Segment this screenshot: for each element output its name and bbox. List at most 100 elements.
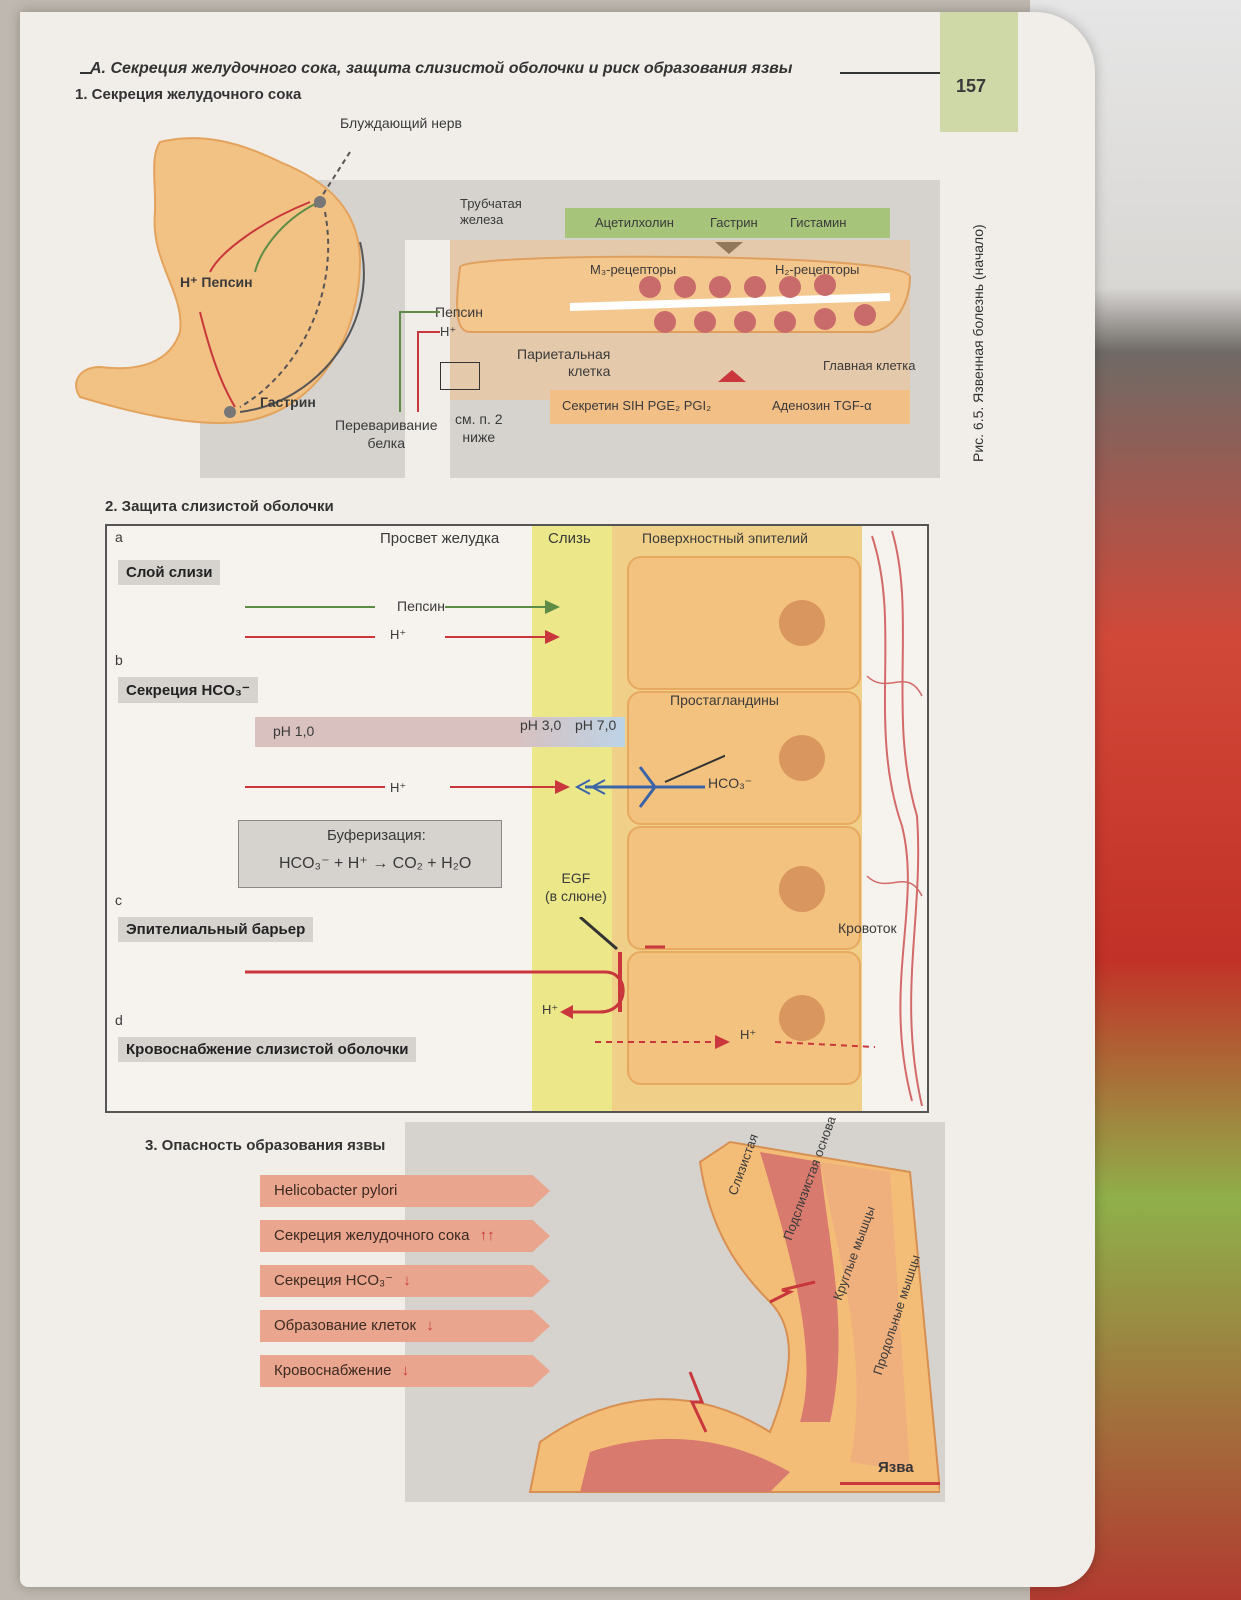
blood-h-arrow <box>595 1035 876 1049</box>
mucus-layer-label: Слой слизи <box>118 560 221 585</box>
barrier-arrows <box>245 917 665 1019</box>
epithelial-cell-1 <box>627 556 861 690</box>
gastrin-node <box>224 406 236 418</box>
ulcer-illustration <box>528 1140 940 1493</box>
h-plus-label-b: H⁺ <box>390 780 407 795</box>
page-number-tab: 157 <box>940 12 1018 132</box>
h-pepsin-label: H⁺ Пепсин <box>180 274 253 290</box>
ulcer-underline <box>840 1482 940 1485</box>
see-below-label: см. п. 2 ниже <box>455 411 503 445</box>
pepsin-h-arrows <box>245 600 560 644</box>
letter-b: b <box>115 652 123 668</box>
side-caption: Рис. 6.5. Язвенная болезнь (начало) <box>970 224 986 462</box>
section1-title: 1. Секреция желудочного сока <box>75 86 302 103</box>
pepsin-label-s2: Пепсин <box>397 598 445 614</box>
epithelial-cell-3 <box>627 826 861 950</box>
ulcer-label: Язва <box>878 1459 914 1476</box>
blood-vessels <box>866 530 923 1107</box>
zoom-box <box>440 362 480 390</box>
h-plus-label-a: H⁺ <box>390 627 407 642</box>
damage-zigzag-1 <box>688 1371 708 1433</box>
stimulator-acetylcholine: Ацетилхолин <box>595 215 674 230</box>
prostaglandins-label: Простагландины <box>670 692 779 708</box>
ph1-label: pH 1,0 <box>273 723 315 739</box>
letter-d: d <box>115 1012 123 1028</box>
inhibitors-left: Секретин SIH PGE₂ PGI₂ <box>562 398 712 413</box>
vagus-node <box>314 196 326 208</box>
vagus-to-antrum-dashed <box>239 211 330 408</box>
factor-2-trend: ↑↑ <box>479 1227 495 1244</box>
factor-row-4: Образование клеток ↓ <box>260 1310 550 1342</box>
damage-zigzag-2 <box>769 1280 816 1304</box>
gland-illustration <box>456 255 912 333</box>
gland-cells <box>639 274 876 333</box>
epithelial-barrier-label: Эпителиальный барьер <box>118 917 314 942</box>
chief-cell-label: Главная клетка <box>823 358 916 373</box>
ph3-label: pH 3,0 <box>520 717 562 733</box>
page-heading: A. Секреция желудочного сока, защита сли… <box>90 60 793 77</box>
stomach-arrow-green <box>254 203 316 273</box>
heading-rule-left <box>80 72 92 74</box>
buffering-equation: HCO₃⁻ + H⁺ → CO₂ + H₂O <box>279 855 472 872</box>
egf-label: EGF (в слюне) <box>545 870 607 904</box>
pepsin-label-s1: Пепсин <box>435 304 483 320</box>
stomach-arrow-red-down <box>199 311 236 408</box>
stomach-shape <box>75 137 362 424</box>
factor-5-trend: ↓ <box>401 1362 410 1379</box>
gland-lumen <box>569 293 891 311</box>
stimulator-histamine: Гистамин <box>790 215 847 230</box>
lumen-label: Просвет желудка <box>380 530 500 547</box>
inhibitors-bar <box>550 390 910 424</box>
nucleus-2 <box>779 735 825 781</box>
factor-3-trend: ↓ <box>403 1272 411 1289</box>
heading-rule-right <box>840 72 940 74</box>
stimulators-bar <box>565 208 890 238</box>
longitudinal-muscle <box>820 1162 910 1472</box>
m-receptors-label: M₃-рецепторы <box>590 262 677 277</box>
h-plus-label-s1: H⁺ <box>440 324 457 339</box>
buffering-box: Буферизация: HCO₃⁻ + H⁺ → CO₂ + H₂O <box>238 820 502 888</box>
factor-2-label: Секреция желудочного сока <box>274 1227 470 1244</box>
stomach-illustration <box>75 137 365 424</box>
section1-panel-notch <box>405 240 450 478</box>
digestion-arrows <box>399 311 440 412</box>
stimulator-gastrin: Гастрин <box>710 215 758 230</box>
hco3-arrows <box>245 754 725 808</box>
mucus-label: Слизь <box>548 530 591 547</box>
vagus-label: Блуждающий нерв <box>340 115 462 131</box>
inhibit-triangle <box>718 370 746 382</box>
tubular-gland-label: Трубчатая железа <box>460 196 522 227</box>
nucleus-3 <box>779 866 825 912</box>
section2-title: 2. Защита слизистой оболочки <box>105 498 334 515</box>
gastrin-label: Гастрин <box>260 394 316 410</box>
page-number: 157 <box>956 76 987 96</box>
factor-row-3: Секреция HCO₃⁻ ↓ <box>260 1265 550 1297</box>
ph-gradient-bar <box>255 717 625 747</box>
letter-a: a <box>115 529 123 545</box>
muscle-lower <box>580 1438 790 1492</box>
section2-frame <box>105 524 929 1113</box>
blood-supply-label: Кровоснабжение слизистой оболочки <box>118 1037 417 1062</box>
factor-row-5: Кровоснабжение ↓ <box>260 1355 550 1387</box>
h-plus-label-c: H⁺ <box>542 1002 559 1017</box>
inhibitors-right: Аденозин TGF-α <box>772 398 872 413</box>
hco3-label: HCO₃⁻ <box>708 775 753 791</box>
factor-3-label: Секреция HCO₃⁻ <box>274 1272 394 1289</box>
factor-1-label: Helicobacter pylori <box>274 1182 398 1199</box>
gastrin-arrow <box>239 241 365 413</box>
ph7-label: pH 7,0 <box>575 717 617 733</box>
surface-epithelium-label: Поверхностный эпителий <box>642 530 808 546</box>
h-receptors-label: H₂-рецепторы <box>775 262 860 277</box>
parietal-cell-label: Париетальная клетка <box>517 346 611 379</box>
factor-row-1: Helicobacter pylori <box>260 1175 550 1207</box>
factor-4-label: Образование клеток <box>274 1317 417 1334</box>
nucleus-4 <box>779 995 825 1041</box>
epithelial-cell-2 <box>627 691 861 825</box>
nucleus-1 <box>779 600 825 646</box>
letter-c: c <box>115 892 122 908</box>
h-plus-label-d: H⁺ <box>740 1027 757 1042</box>
section3-title: 3. Опасность образования язвы <box>145 1137 386 1154</box>
stomach-arrow-red <box>209 201 311 273</box>
factor-4-trend: ↓ <box>426 1317 434 1334</box>
protein-digestion-label: Переваривание белка <box>335 417 438 451</box>
